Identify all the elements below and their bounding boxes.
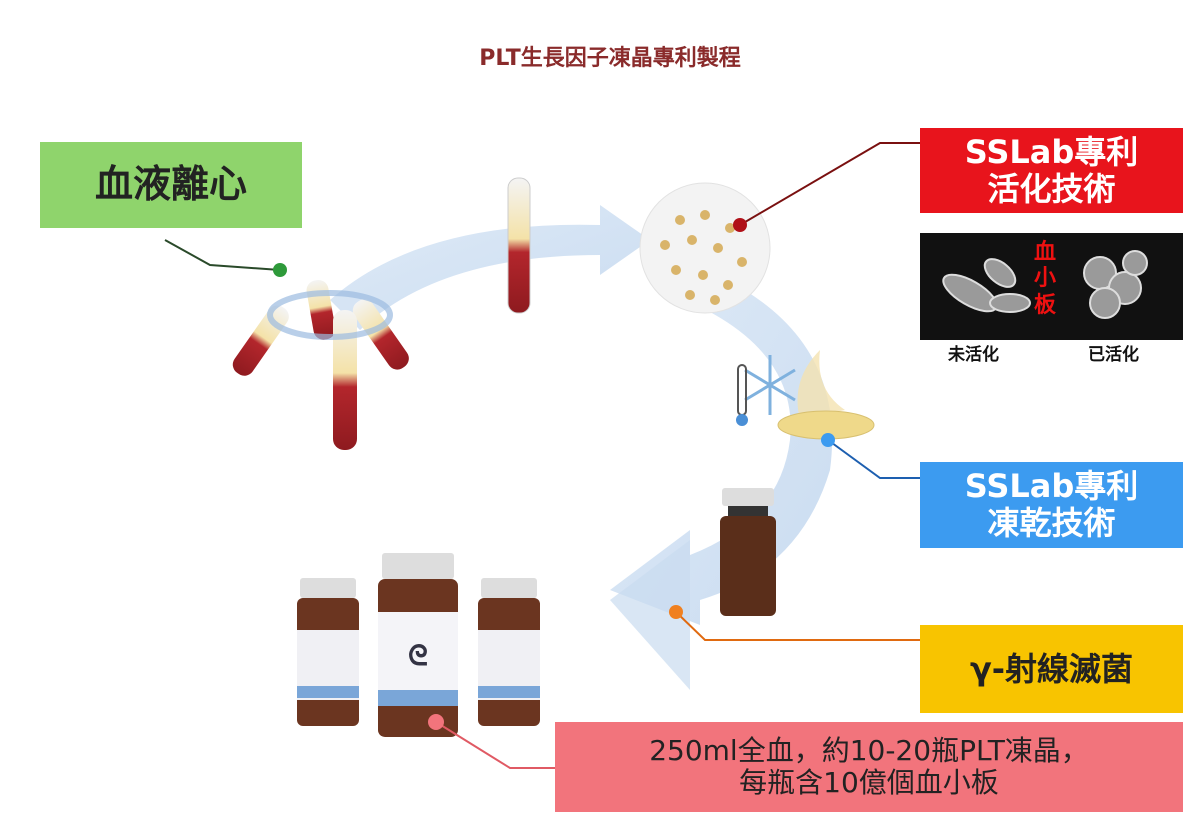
separated-tube-icon [507,177,531,314]
leader-sterilize [675,611,920,641]
flow-arrow-right [610,260,833,625]
flow-arrow-bottom [610,540,690,690]
svg-text:ᘓ: ᘓ [408,639,428,672]
amber-vial-icon [720,488,776,616]
leader-centrifuge [164,239,281,271]
step-result: 250ml全血，約10-20瓶PLT凍晶，每瓶含10億個血小板 [555,722,1183,812]
platelet-micrograph [920,233,1183,340]
step-activation: SSLab專利活化技術 [920,128,1183,213]
centrifuge-tubes-icon [232,279,409,450]
step-sterilize: γ-射線滅菌 [920,625,1183,713]
leader-result [435,721,555,769]
leader-activation [739,142,920,226]
step-freeze-dry: SSLab專利凍乾技術 [920,462,1183,548]
micrograph-left-label: 未活化 [948,345,999,365]
platelet-sphere-icon [639,182,771,314]
micrograph-center-label: 血小板 [1033,240,1056,318]
snowflake-thermometer-icon [736,355,796,426]
product-vials-icon: ᘓ [297,553,540,737]
diagram-title: PLT生長因子凍晶專利製程 [479,46,741,71]
step-centrifuge: 血液離心 [40,142,302,228]
micrograph-right-label: 已活化 [1088,345,1139,365]
micrograph-image [942,250,1148,319]
vapor-icon [797,350,845,420]
flow-arrow-top [330,205,650,330]
leader-freeze-dry [827,439,920,479]
